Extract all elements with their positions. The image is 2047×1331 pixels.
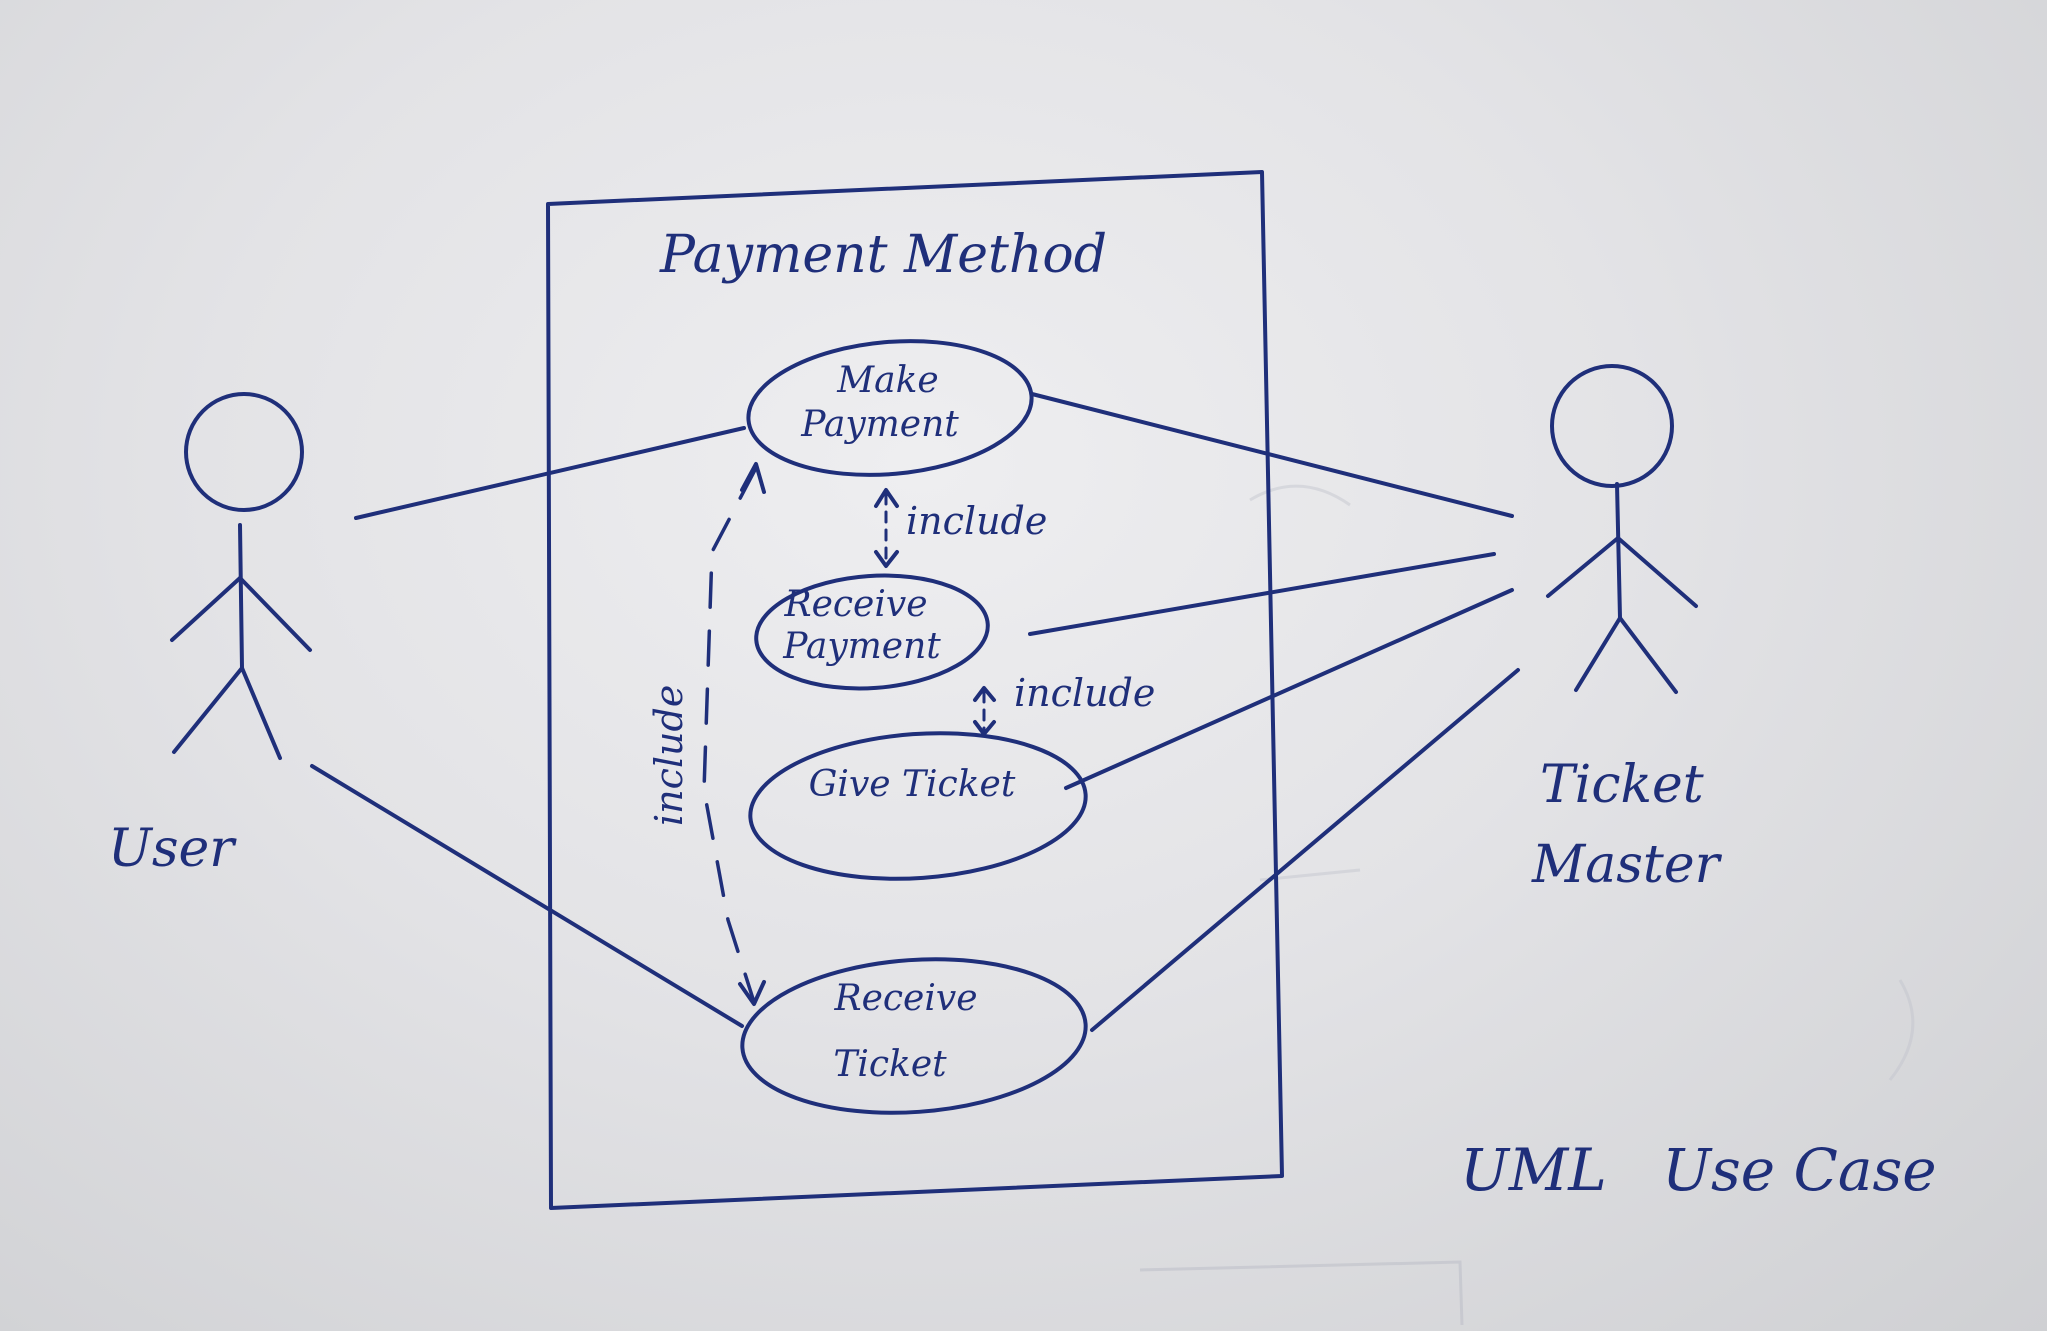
use-case-receive-ticket-line2: Ticket [833,1044,947,1085]
assoc-user-receive-ticket [310,764,744,1028]
actor-ticket-master-body [1615,482,1622,620]
actor-ticket-master-arm-right [1616,536,1698,608]
assoc-make-payment-ticket-master [1030,392,1514,518]
include-receive-give-arrow [973,686,996,736]
actor-user-leg-right [240,666,282,760]
actor-user-arm-left [170,576,242,642]
assoc-user-make-payment [354,426,746,520]
diagram-caption: UML Use Case [1460,1136,1937,1204]
system-boundary [546,170,1284,1210]
system-title: Payment Method [659,225,1107,285]
assoc-receive-payment-ticket-master [1028,552,1496,636]
use-case-receive-payment [754,573,990,691]
actor-ticket-master-leg-right [1618,616,1678,694]
use-case-receive-payment-line2: Payment [782,626,941,667]
actor-ticket-master-leg-left [1574,616,1622,692]
assoc-receive-ticket-ticket-master [1090,668,1520,1032]
actor-user [170,392,312,760]
actor-user-leg-left [172,666,244,754]
use-case-receive-ticket [740,957,1088,1115]
include-make-ticket-arrow [702,462,766,1006]
actor-ticket-master-arm-left [1546,536,1620,598]
assoc-give-ticket-ticket-master [1064,588,1514,790]
include-receive-give-label: include [1014,671,1155,715]
use-case-make-payment-line1: Make [836,360,938,401]
use-case-make-payment-line2: Payment [800,404,959,445]
actor-ticket-master [1546,364,1698,694]
include-make-receive-arrow [874,488,899,568]
use-case-receive-ticket-line1: Receive [833,978,977,1019]
actor-user-label: User [108,819,237,879]
actor-user-head [184,392,304,512]
use-case-give-ticket [748,731,1088,881]
actor-user-body [238,523,244,670]
actor-ticket-master-label-line2: Master [1531,835,1723,895]
actor-ticket-master-label-line1: Ticket [1540,755,1704,815]
actor-user-arm-right [238,576,312,652]
actor-ticket-master-head [1550,364,1674,488]
use-case-give-ticket-label: Give Ticket [809,764,1016,805]
include-make-receive-label: include [906,499,1047,543]
include-make-ticket-label: include [647,685,691,826]
use-case-receive-payment-line1: Receive [783,584,927,625]
